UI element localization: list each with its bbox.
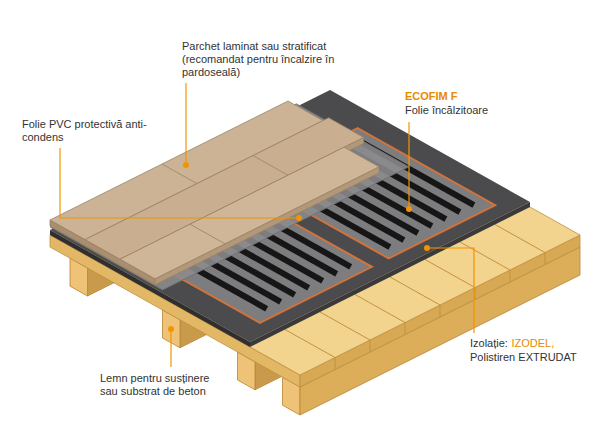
leader-lines-part — [408, 122, 409, 206]
product-name: ECOFIM F — [405, 90, 458, 103]
leader-dots-part — [296, 215, 302, 221]
deck-plank-lines-part — [370, 340, 371, 352]
leader-lines-part — [185, 83, 186, 162]
layer-label: Folie PVC protectivă anti-condens — [22, 118, 147, 144]
deck-plank-lines-part — [390, 277, 440, 305]
deck-plank-lines-part — [510, 270, 511, 282]
wood-deck — [50, 95, 580, 387]
laminate-boards-part — [190, 224, 225, 244]
product-name: IZODEL, — [511, 337, 554, 350]
deck-plank-lines-part — [475, 288, 476, 300]
leader-dots-part — [424, 245, 430, 251]
layer-label: Parchet laminat sau stratificat (recoman… — [182, 40, 352, 79]
floor-layers — [50, 90, 580, 415]
deck-plank-lines-part — [335, 358, 336, 370]
deck-plank-lines-part — [405, 323, 406, 335]
deck-plank-lines-part — [425, 260, 475, 288]
deck-plank-lines-part — [460, 242, 510, 270]
deck-plank-lines-part — [320, 312, 370, 340]
deck-plank-lines-part — [355, 295, 405, 323]
laminate-boards-part — [120, 147, 379, 279]
leader-dots-part — [183, 162, 189, 168]
layer-label: Folie încălzitoare — [405, 104, 488, 117]
layer-label: Lemn pentru susținere sau substrat de be… — [100, 372, 224, 398]
laminate-boards-part — [253, 156, 288, 176]
leader-lines-part — [60, 148, 296, 218]
leader-lines-part — [170, 332, 171, 367]
deck-plank-lines-part — [285, 330, 335, 358]
layer-label: Izolație: — [470, 337, 508, 350]
laminate-boards-part — [162, 164, 197, 184]
deck-plank-lines-part — [495, 225, 545, 253]
leader-dots-part — [406, 206, 412, 212]
leader-lines-part — [430, 248, 474, 333]
deck-plank-lines-part — [440, 305, 441, 317]
leader-dots-part — [168, 326, 174, 332]
wood-deck-part — [50, 95, 580, 375]
layer-label: Polistiren EXTRUDAT — [470, 351, 577, 364]
deck-plank-lines-part — [545, 253, 546, 265]
leader-dots — [168, 162, 430, 332]
